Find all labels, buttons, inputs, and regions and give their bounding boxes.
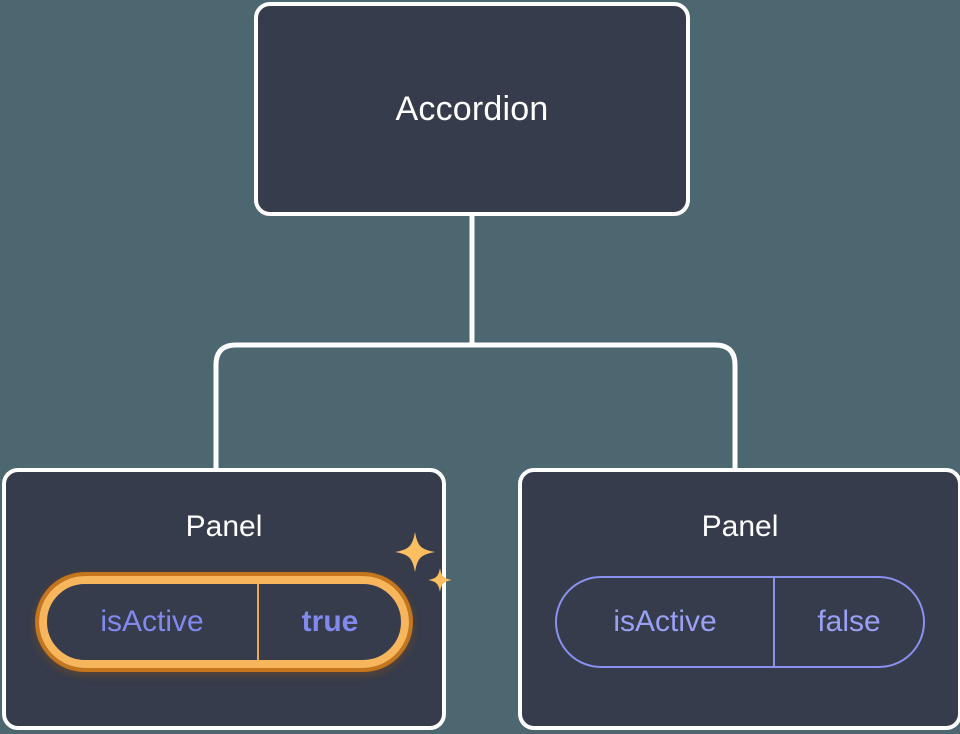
sparkle-large-icon bbox=[395, 532, 435, 572]
prop-pill-inactive-wrap: isActive false bbox=[555, 576, 925, 668]
prop-key: isActive bbox=[100, 605, 204, 638]
node-panel-active-title: Panel bbox=[185, 510, 263, 543]
sparkle-small-icon bbox=[428, 568, 452, 592]
prop-pill-isactive-false[interactable]: isActive false bbox=[555, 576, 925, 668]
node-accordion-title: Accordion bbox=[395, 90, 549, 128]
node-accordion[interactable]: Accordion bbox=[254, 2, 690, 216]
prop-key: isActive bbox=[613, 605, 717, 638]
node-panel-inactive-title: Panel bbox=[701, 510, 779, 543]
node-panel-active[interactable]: Panel isActive true bbox=[2, 468, 452, 730]
node-panel-inactive[interactable]: Panel isActive false bbox=[518, 468, 960, 730]
prop-pill-active-wrap: isActive true bbox=[39, 532, 452, 668]
prop-pill-isactive-true[interactable]: isActive true bbox=[39, 576, 409, 668]
connector-branch bbox=[213, 342, 738, 470]
prop-value: true bbox=[257, 584, 401, 660]
prop-value: false bbox=[773, 578, 923, 666]
